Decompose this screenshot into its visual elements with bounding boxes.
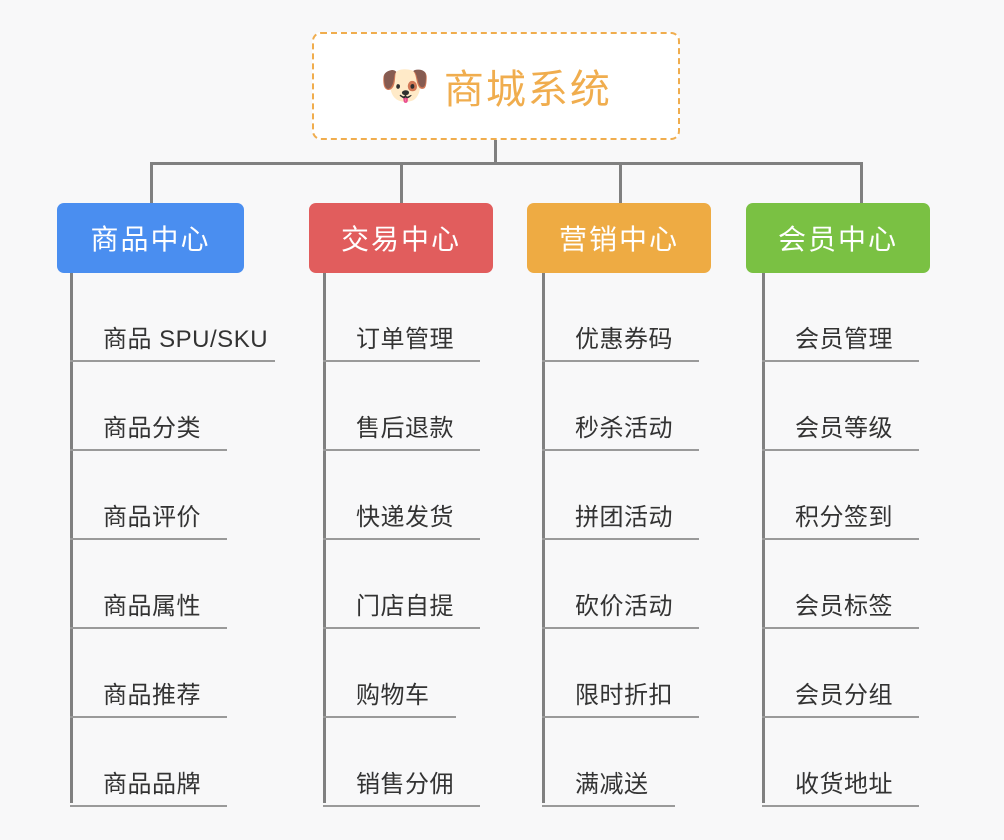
branch-header-1[interactable]: 商品中心: [57, 203, 244, 273]
leaf-underline: [762, 360, 919, 362]
leaf-underline: [542, 716, 699, 718]
leaf-label: 销售分佣: [356, 771, 454, 798]
leaf-label: 会员等级: [795, 415, 893, 442]
list-item[interactable]: 优惠券码: [542, 273, 699, 362]
leaf-underline: [762, 449, 919, 451]
leaf-label: 门店自提: [356, 593, 454, 620]
branch-header-label-4: 会员中心: [777, 224, 898, 255]
list-item[interactable]: 快递发货: [323, 451, 480, 540]
leaf-label: 会员标签: [795, 593, 893, 620]
branch-header-label-3: 营销中心: [558, 224, 679, 255]
leaf-underline: [542, 449, 699, 451]
branch-drop-connector-3: [619, 162, 622, 205]
leaf-underline: [70, 538, 227, 540]
leaf-underline: [70, 716, 227, 718]
branch-drop-connector-4: [860, 162, 863, 205]
leaf-label: 满减送: [575, 771, 649, 798]
leaf-underline: [762, 805, 919, 807]
list-item[interactable]: 秒杀活动: [542, 362, 699, 451]
list-item[interactable]: 会员分组: [762, 629, 919, 718]
leaf-underline: [323, 538, 480, 540]
leaf-label: 砍价活动: [575, 593, 673, 620]
branch-drop-connector-2: [400, 162, 403, 205]
branch-header-4[interactable]: 会员中心: [746, 203, 930, 273]
list-item[interactable]: 砍价活动: [542, 540, 699, 629]
list-item[interactable]: 商品推荐: [70, 629, 227, 718]
leaf-label: 商品 SPU/SKU: [103, 326, 269, 353]
leaf-underline: [542, 538, 699, 540]
branch-bus-connector: [150, 162, 863, 165]
leaf-underline: [542, 627, 699, 629]
leaf-label: 售后退款: [356, 415, 454, 442]
list-item[interactable]: 积分签到: [762, 451, 919, 540]
leaf-label: 拼团活动: [575, 504, 673, 531]
shiba-dog-face-icon: 🐶: [380, 64, 430, 108]
leaf-underline: [323, 805, 480, 807]
list-item[interactable]: 商品评价: [70, 451, 227, 540]
branch-header-3[interactable]: 营销中心: [527, 203, 711, 273]
leaf-label: 收货地址: [795, 771, 893, 798]
leaf-label: 会员分组: [795, 682, 893, 709]
list-item[interactable]: 购物车: [323, 629, 456, 718]
list-item[interactable]: 订单管理: [323, 273, 480, 362]
leaf-label: 积分签到: [795, 504, 893, 531]
leaf-label: 商品评价: [103, 504, 201, 531]
leaf-underline: [542, 360, 699, 362]
list-item[interactable]: 满减送: [542, 718, 675, 807]
leaf-label: 购物车: [356, 682, 430, 709]
branch-header-2[interactable]: 交易中心: [309, 203, 493, 273]
list-item[interactable]: 商品属性: [70, 540, 227, 629]
list-item[interactable]: 门店自提: [323, 540, 480, 629]
branch-header-label-1: 商品中心: [90, 224, 211, 255]
leaf-underline: [542, 805, 675, 807]
leaf-label: 优惠券码: [575, 326, 673, 353]
leaf-underline: [70, 360, 275, 362]
list-item[interactable]: 拼团活动: [542, 451, 699, 540]
leaf-label: 商品属性: [103, 593, 201, 620]
leaf-underline: [323, 449, 480, 451]
leaf-label: 订单管理: [356, 326, 454, 353]
leaf-underline: [323, 627, 480, 629]
leaf-label: 商品品牌: [103, 771, 201, 798]
list-item[interactable]: 会员管理: [762, 273, 919, 362]
leaf-label: 商品分类: [103, 415, 201, 442]
leaf-underline: [762, 627, 919, 629]
list-item[interactable]: 会员标签: [762, 540, 919, 629]
list-item[interactable]: 售后退款: [323, 362, 480, 451]
leaf-underline: [70, 627, 227, 629]
leaf-underline: [762, 538, 919, 540]
list-item[interactable]: 商品 SPU/SKU: [70, 273, 275, 362]
root-stem-connector: [494, 140, 497, 165]
root-title: 商城系统: [443, 68, 612, 112]
leaf-label: 快递发货: [356, 504, 454, 531]
branch-drop-connector-1: [150, 162, 153, 205]
leaf-underline: [323, 716, 456, 718]
list-item[interactable]: 限时折扣: [542, 629, 699, 718]
list-item[interactable]: 收货地址: [762, 718, 919, 807]
list-item[interactable]: 会员等级: [762, 362, 919, 451]
leaf-label: 限时折扣: [575, 682, 673, 709]
leaf-label: 秒杀活动: [575, 415, 673, 442]
list-item[interactable]: 商品品牌: [70, 718, 227, 807]
root-node[interactable]: 🐶 商城系统: [312, 32, 680, 140]
list-item[interactable]: 商品分类: [70, 362, 227, 451]
leaf-underline: [762, 716, 919, 718]
leaf-underline: [323, 360, 480, 362]
branch-header-label-2: 交易中心: [340, 224, 461, 255]
leaf-underline: [70, 805, 227, 807]
leaf-label: 会员管理: [795, 326, 893, 353]
list-item[interactable]: 销售分佣: [323, 718, 480, 807]
leaf-underline: [70, 449, 227, 451]
leaf-label: 商品推荐: [103, 682, 201, 709]
